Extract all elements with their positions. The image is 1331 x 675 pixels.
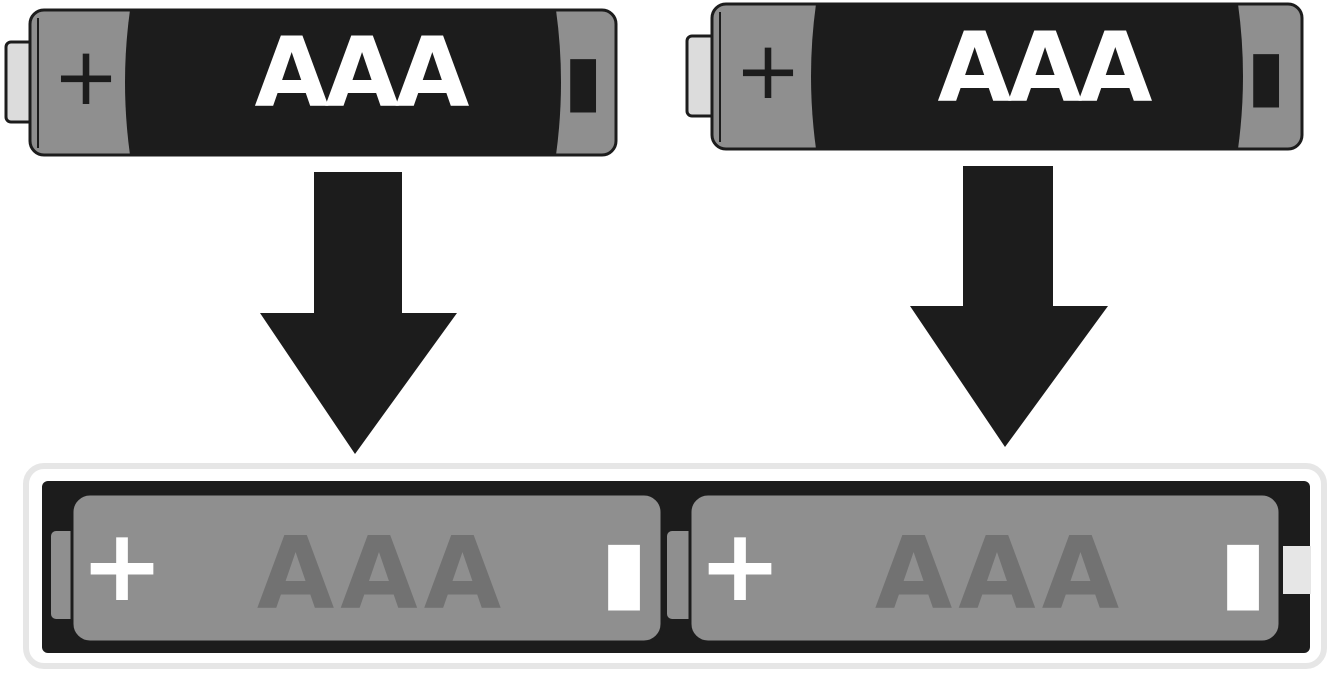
tray-battery-label: AAA bbox=[875, 515, 1125, 632]
battery-wrap bbox=[816, 4, 1238, 149]
tray-battery-positive-sign: + bbox=[698, 507, 782, 624]
tray-battery-body bbox=[688, 492, 1282, 644]
battery-label: AAA bbox=[938, 12, 1153, 124]
battery-wrap-curve-left bbox=[125, 10, 130, 155]
tray-battery-negative-mark: ▮ bbox=[600, 521, 647, 621]
tray-battery-body bbox=[70, 492, 664, 644]
battery-wrap bbox=[130, 10, 556, 155]
tray-battery-right: + AAA ▮ bbox=[665, 492, 1282, 644]
battery-tray: + AAA ▮ + AAA ▮ bbox=[23, 463, 1327, 669]
battery-label: AAA bbox=[255, 17, 470, 129]
down-arrow-icon bbox=[260, 172, 457, 454]
tray-battery-left: + AAA ▮ bbox=[49, 492, 664, 644]
tray-battery-positive-sign: + bbox=[80, 507, 164, 624]
battery-wrap-curve-right bbox=[1238, 4, 1243, 149]
tray-battery-label: AAA bbox=[257, 515, 507, 632]
battery-top-right: + AAA ▮ bbox=[685, 2, 1304, 151]
tray-battery-negative-mark: ▮ bbox=[1219, 521, 1266, 621]
down-arrow-icon bbox=[910, 166, 1108, 447]
battery-wrap-curve-right bbox=[556, 10, 561, 155]
battery-negative-mark: ▮ bbox=[564, 39, 603, 121]
battery-wrap-curve-left bbox=[811, 4, 816, 149]
battery-positive-sign: + bbox=[734, 24, 801, 117]
battery-positive-sign: + bbox=[52, 30, 119, 123]
battery-top-left: + AAA ▮ bbox=[4, 8, 618, 157]
battery-negative-mark: ▮ bbox=[1247, 34, 1286, 116]
tray-contact-spring bbox=[1283, 546, 1311, 594]
